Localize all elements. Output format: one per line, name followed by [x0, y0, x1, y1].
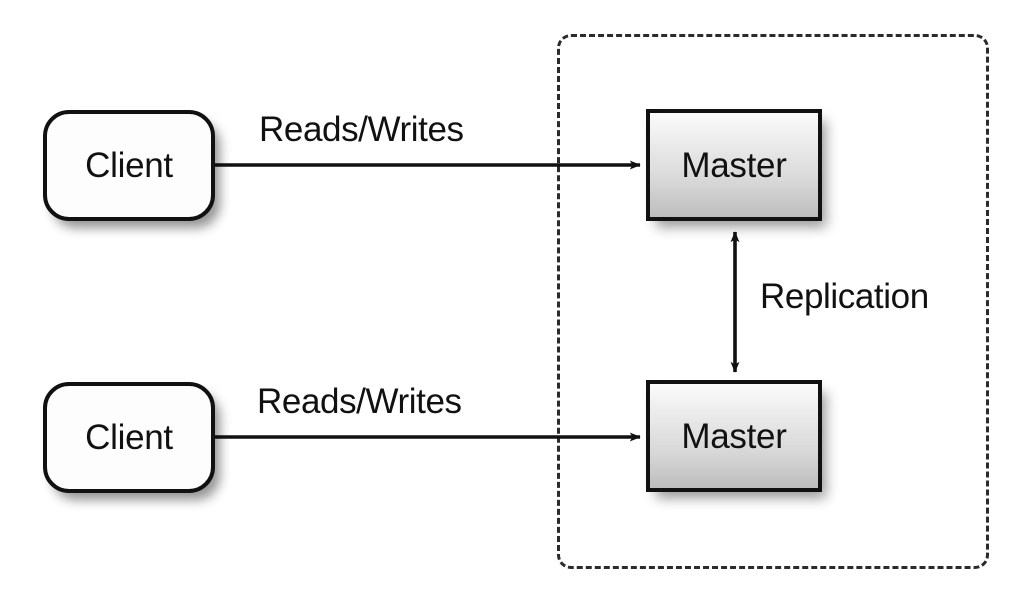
- edge-label-replication: Replication: [760, 277, 929, 316]
- edge-label-reads-writes-top: Reads/Writes: [259, 110, 464, 149]
- node-master-bottom[interactable]: Master: [646, 380, 822, 492]
- node-label: Client: [85, 418, 173, 457]
- node-label: Master: [681, 145, 787, 185]
- edge-label-reads-writes-bottom: Reads/Writes: [257, 382, 462, 421]
- cluster-boundary: [557, 34, 989, 569]
- node-label: Client: [85, 146, 173, 185]
- node-client-top[interactable]: Client: [43, 110, 215, 221]
- node-label: Master: [681, 416, 787, 456]
- node-client-bottom[interactable]: Client: [43, 382, 215, 493]
- node-master-top[interactable]: Master: [646, 109, 822, 221]
